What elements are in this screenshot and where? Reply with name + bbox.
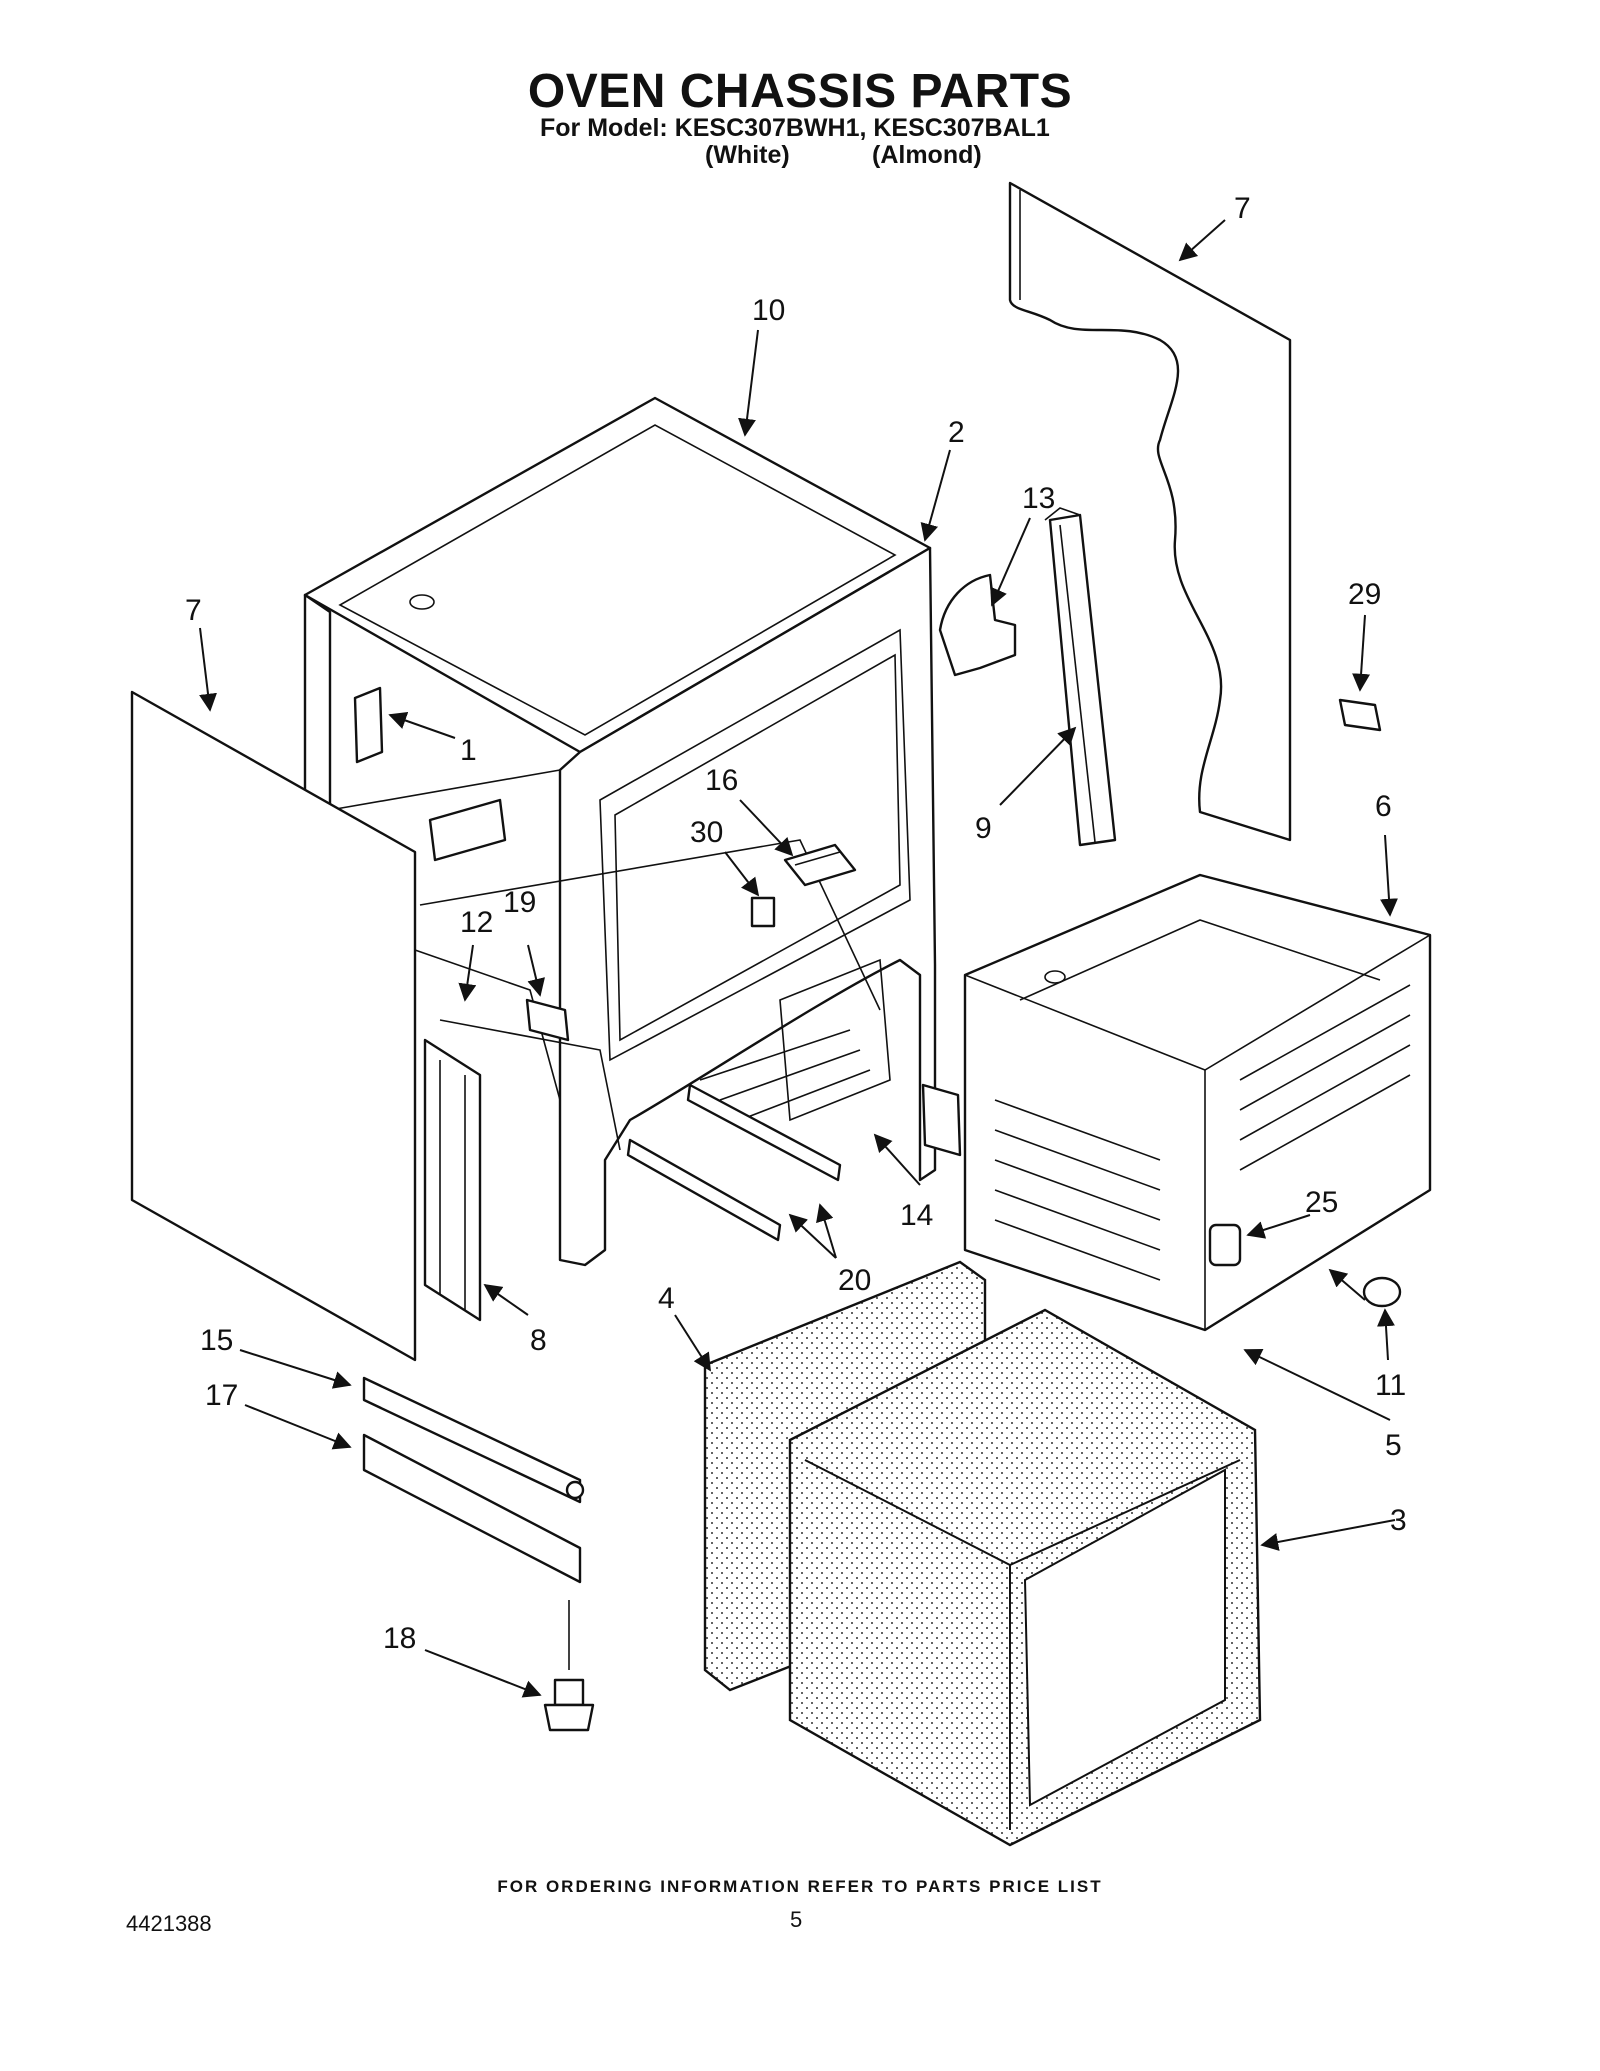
callout-7-top: 7 bbox=[1234, 192, 1251, 225]
callout-15: 15 bbox=[200, 1324, 233, 1357]
callout-20: 20 bbox=[838, 1264, 871, 1297]
callout-17: 17 bbox=[205, 1379, 238, 1412]
side-panel-part bbox=[130, 690, 417, 1362]
callout-4: 4 bbox=[658, 1282, 675, 1315]
callout-10: 11 bbox=[1375, 1369, 1406, 1402]
lens-cover-part bbox=[1362, 1276, 1402, 1308]
callout-9: 9 bbox=[975, 812, 992, 845]
model-line: For Model: KESC307BWH1, KESC307BAL1 bbox=[540, 114, 1050, 142]
leveling-leg-part bbox=[543, 1600, 595, 1732]
callout-16: 16 bbox=[705, 764, 738, 797]
insulation-3-part bbox=[788, 1308, 1262, 1847]
rear-panel-part bbox=[1008, 181, 1292, 842]
callout-3: 3 bbox=[1390, 1504, 1407, 1537]
terminal-block-part bbox=[525, 998, 570, 1042]
light-socket-part bbox=[1208, 1223, 1242, 1267]
rail-17-part bbox=[362, 1433, 582, 1584]
callout-2: 2 bbox=[948, 416, 965, 449]
relay-part bbox=[750, 896, 776, 928]
callout-7-left: 7 bbox=[185, 594, 202, 627]
ordering-note: FOR ORDERING INFORMATION REFER TO PARTS … bbox=[497, 1877, 1103, 1896]
page-number: 5 bbox=[790, 1907, 803, 1932]
rail-15-part bbox=[362, 1376, 585, 1504]
side-bracket-part bbox=[423, 1038, 482, 1322]
callout-numbers: 7 10 2 13 7 29 1 16 30 9 6 12 19 14 25 2… bbox=[185, 192, 1407, 1655]
callout-29: 29 bbox=[1348, 578, 1381, 611]
callout-12: 12 bbox=[460, 906, 493, 939]
vertical-channel-part bbox=[1044, 507, 1117, 847]
control-board-part bbox=[783, 843, 857, 887]
callout-30: 30 bbox=[690, 816, 723, 849]
callout-19: 19 bbox=[503, 886, 536, 919]
variant-white: (White) bbox=[705, 141, 790, 169]
cabinet-chassis-part bbox=[303, 396, 937, 1267]
bracket-14-part bbox=[921, 1083, 962, 1157]
callout-25: 25 bbox=[1305, 1186, 1338, 1219]
callout-18: 18 bbox=[383, 1622, 416, 1655]
document-number: 4421388 bbox=[126, 1911, 212, 1936]
callout-14: 14 bbox=[900, 1199, 933, 1232]
rails-20-part bbox=[626, 1083, 842, 1242]
callout-1: 1 bbox=[460, 734, 477, 767]
oven-cavity-part bbox=[963, 873, 1432, 1332]
knob-insert-part bbox=[1338, 698, 1382, 732]
callout-11: 10 bbox=[752, 294, 785, 327]
callout-6: 6 bbox=[1375, 790, 1392, 823]
callout-13: 13 bbox=[1022, 482, 1055, 515]
callout-8: 8 bbox=[530, 1324, 547, 1357]
callout-5: 5 bbox=[1385, 1429, 1402, 1462]
page-title: OVEN CHASSIS PARTS bbox=[527, 65, 1073, 118]
variant-almond: (Almond) bbox=[872, 141, 982, 169]
leader-lines bbox=[199, 219, 1398, 1698]
bracket-13-part bbox=[938, 573, 1017, 677]
